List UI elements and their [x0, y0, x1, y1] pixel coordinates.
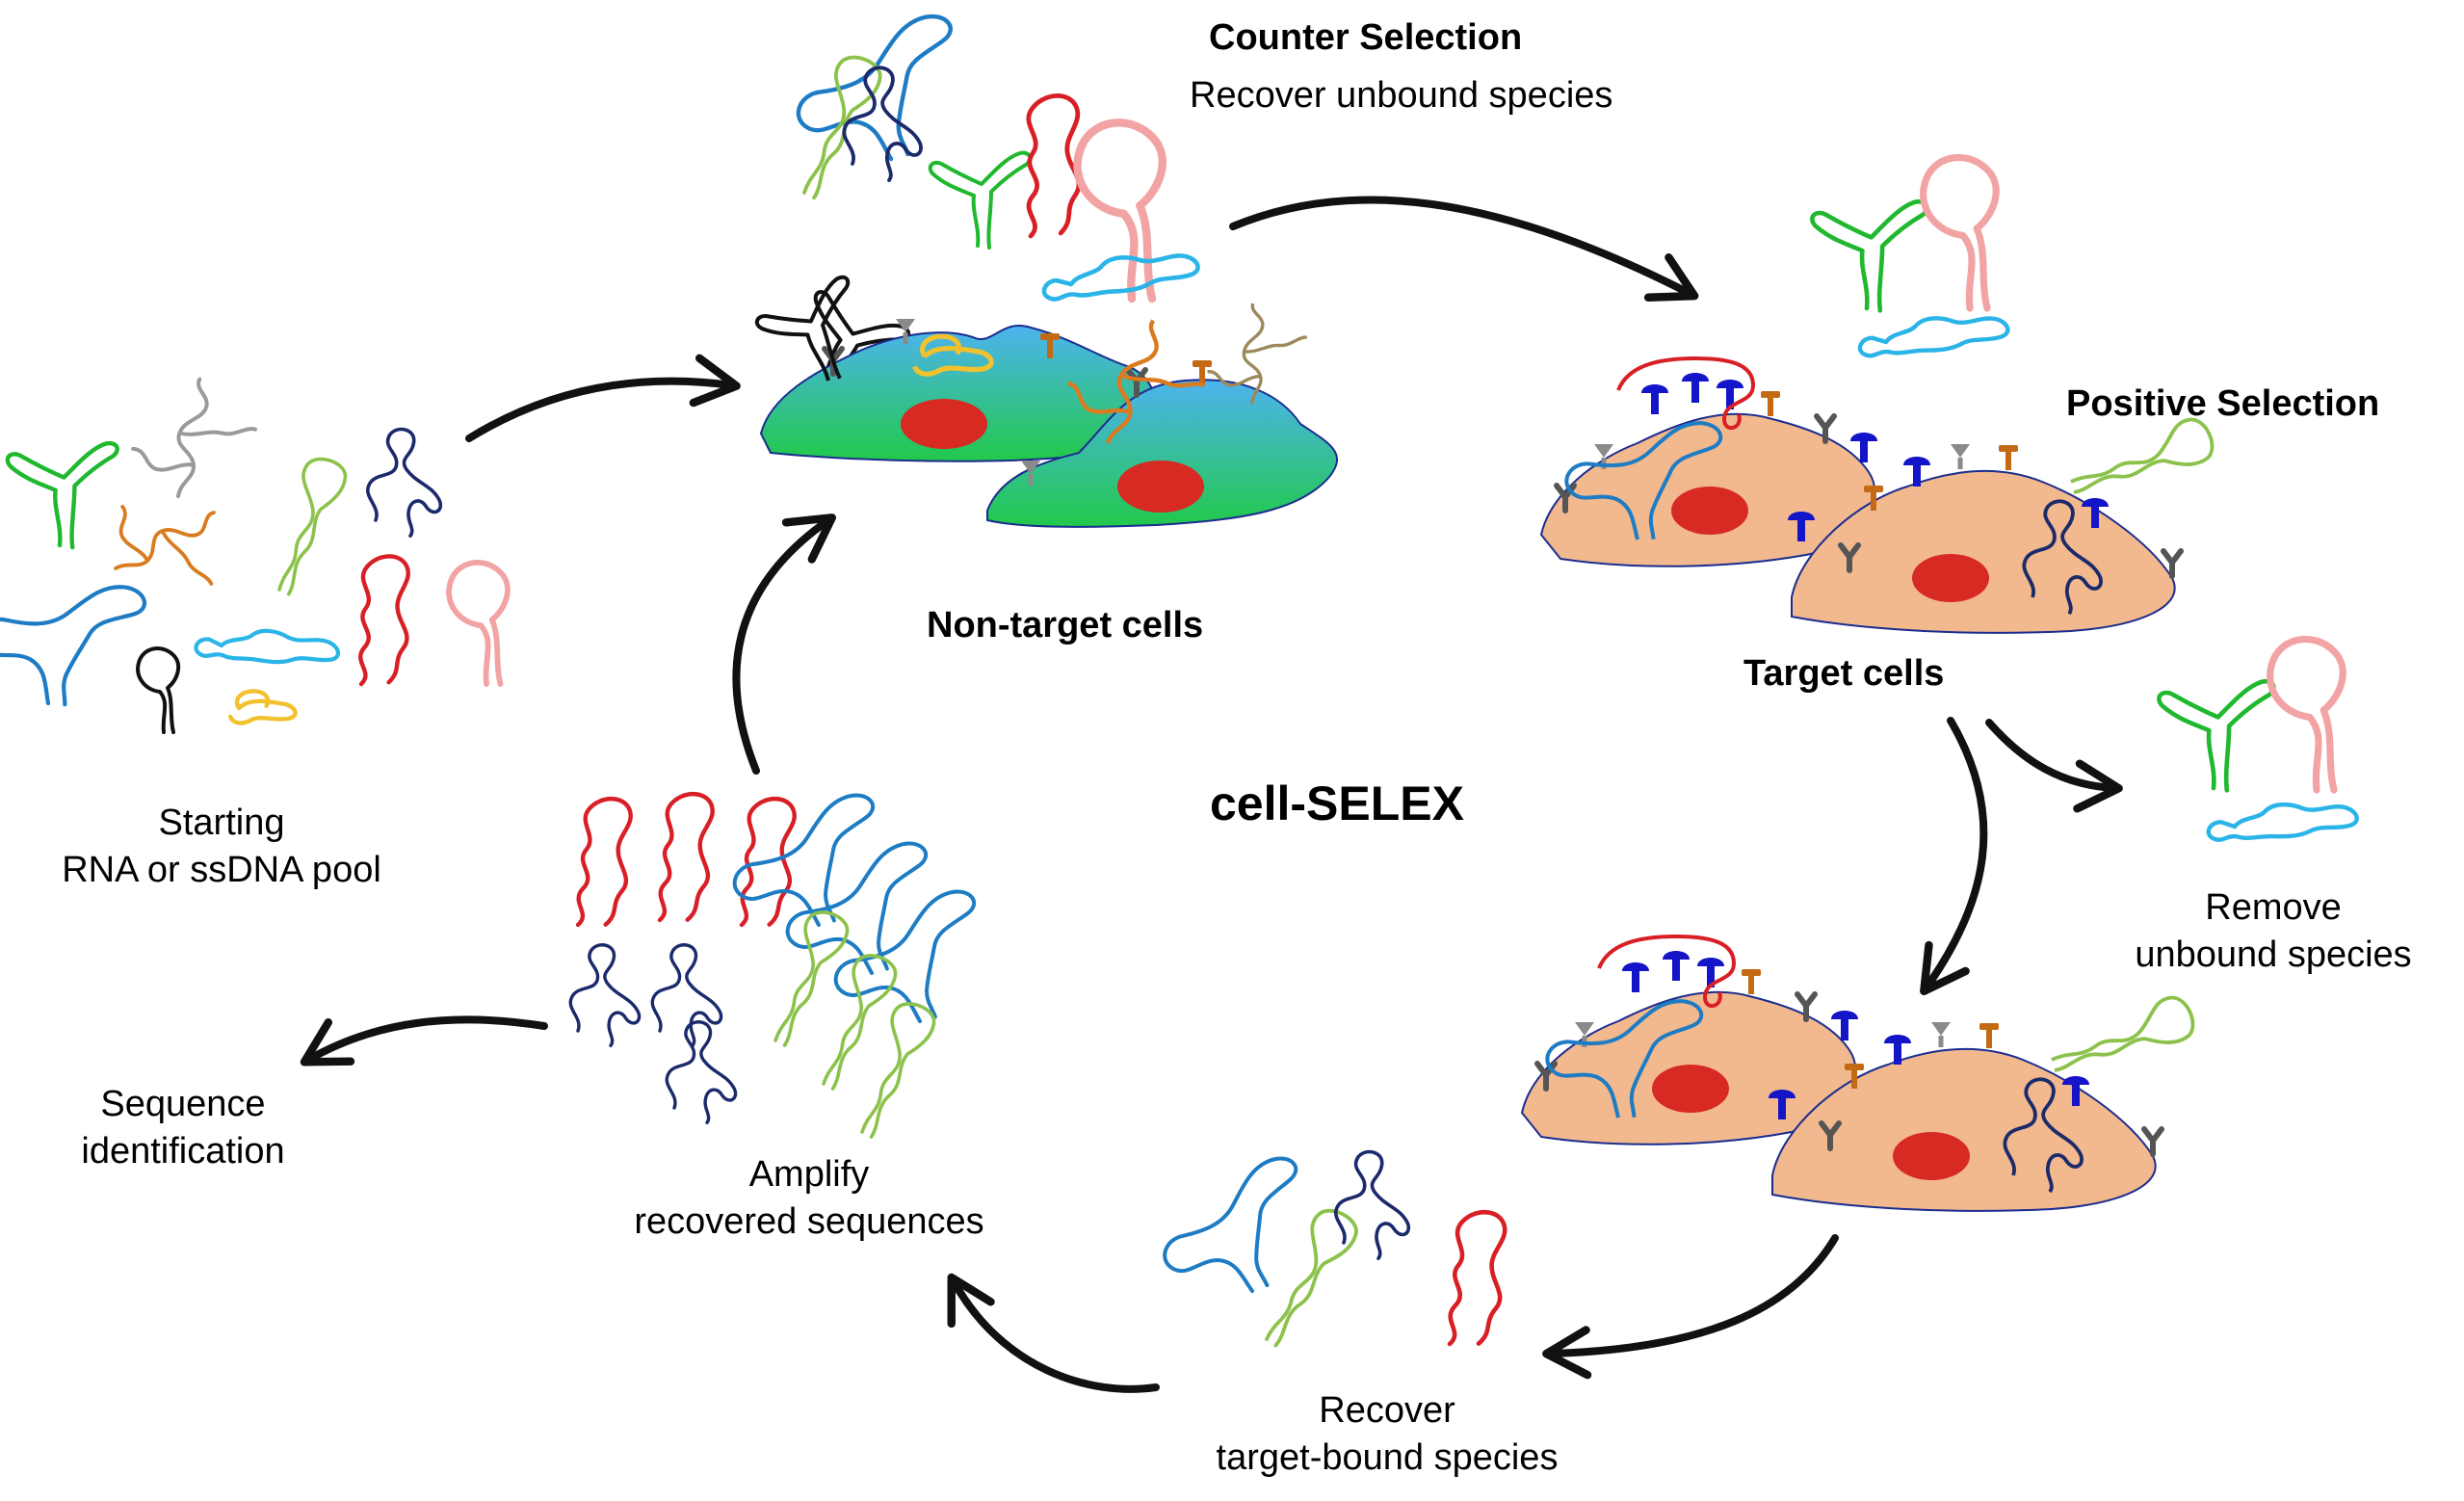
diagram-title: cell-SELEX — [1210, 777, 1464, 830]
nucleus-icon — [901, 399, 987, 449]
nucleus-icon — [1893, 1132, 1970, 1180]
target-cells-label: Target cells — [1743, 653, 1945, 694]
nontarget-cell-right — [986, 379, 1339, 528]
recover-bound-line2: target-bound species — [1216, 1437, 1559, 1479]
nucleus-icon — [1671, 487, 1748, 535]
target-cells-upper — [1539, 356, 2218, 634]
recover-bound-label: Recover target-bound species — [1146, 1387, 1628, 1483]
nontarget-cell-left — [759, 325, 1158, 462]
counter-selection-title: Counter Selection — [1209, 17, 1523, 58]
amplified-aptamers — [567, 784, 1017, 1141]
sequence-identification-label: Sequence identification — [29, 1081, 337, 1176]
non-target-cells-label: Non-target cells — [927, 605, 1204, 645]
removed-unbound-aptamers — [2159, 639, 2358, 847]
nucleus-icon — [1117, 461, 1204, 513]
amplify-line2: recovered sequences — [634, 1201, 984, 1243]
arrow-counter-to-positive — [1229, 196, 1699, 302]
sequence-id-line2: identification — [81, 1131, 285, 1172]
arrow-recover-to-amplify — [947, 1273, 1160, 1393]
positive-unbound-aptamers — [1812, 157, 2009, 363]
target-cells-lower — [1520, 935, 2199, 1212]
sequence-id-line1: Sequence — [100, 1084, 266, 1124]
arrow-amplify-to-sequence — [300, 1015, 548, 1066]
starting-pool-aptamers — [0, 365, 508, 734]
remove-unbound-line1: Remove — [2205, 887, 2342, 928]
remove-unbound-label: Remove unbound species — [2090, 884, 2456, 980]
arrow-target-to-recover — [1542, 1234, 1839, 1380]
non-target-cells — [749, 273, 1339, 528]
nucleus-icon — [1912, 554, 1989, 602]
arrow-pool-to-nontarget — [465, 354, 741, 442]
recovered-bound-aptamers — [1149, 1147, 1514, 1350]
starting-pool-line1: Starting — [158, 803, 285, 843]
arrow-target-down — [1920, 717, 1988, 996]
amplify-line1: Amplify — [748, 1154, 870, 1195]
arrow-target-to-remove — [1985, 719, 2123, 813]
remove-unbound-line2: unbound species — [2135, 935, 2412, 976]
positive-selection-label: Positive Selection — [2066, 383, 2380, 424]
counter-selection-subtitle: Recover unbound species — [1190, 75, 1613, 116]
cycle-arrows — [300, 196, 2123, 1393]
recover-bound-line1: Recover — [1319, 1390, 1455, 1431]
nucleus-icon — [1652, 1065, 1729, 1113]
amplify-label: Amplify recovered sequences — [583, 1151, 1035, 1247]
arrow-amplify-to-nontarget — [732, 514, 837, 775]
starting-pool-line2: RNA or ssDNA pool — [62, 850, 381, 891]
starting-pool-label: Starting RNA or ssDNA pool — [29, 800, 414, 895]
